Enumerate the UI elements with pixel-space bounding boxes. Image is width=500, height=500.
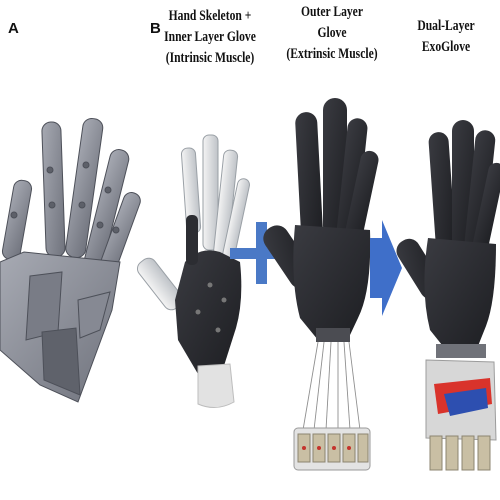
inner-black-glove: [175, 250, 241, 374]
exoglove-motors: [430, 436, 490, 470]
exoglove-palm: [424, 238, 496, 350]
glove-cuff: [316, 328, 350, 342]
actuator-bank: [294, 428, 370, 470]
wrist-sleeve: [198, 364, 234, 408]
arrow-right-icon: [370, 220, 402, 316]
skeleton-hand-render: [0, 117, 143, 402]
wrist-band-gray: [436, 344, 486, 358]
outer-glove-palm: [293, 225, 370, 340]
dual-layer-exoglove: [392, 120, 500, 470]
tendon-cables: [303, 342, 360, 430]
outer-glove-hand: [259, 98, 381, 470]
inner-glove-hand: [134, 135, 250, 408]
